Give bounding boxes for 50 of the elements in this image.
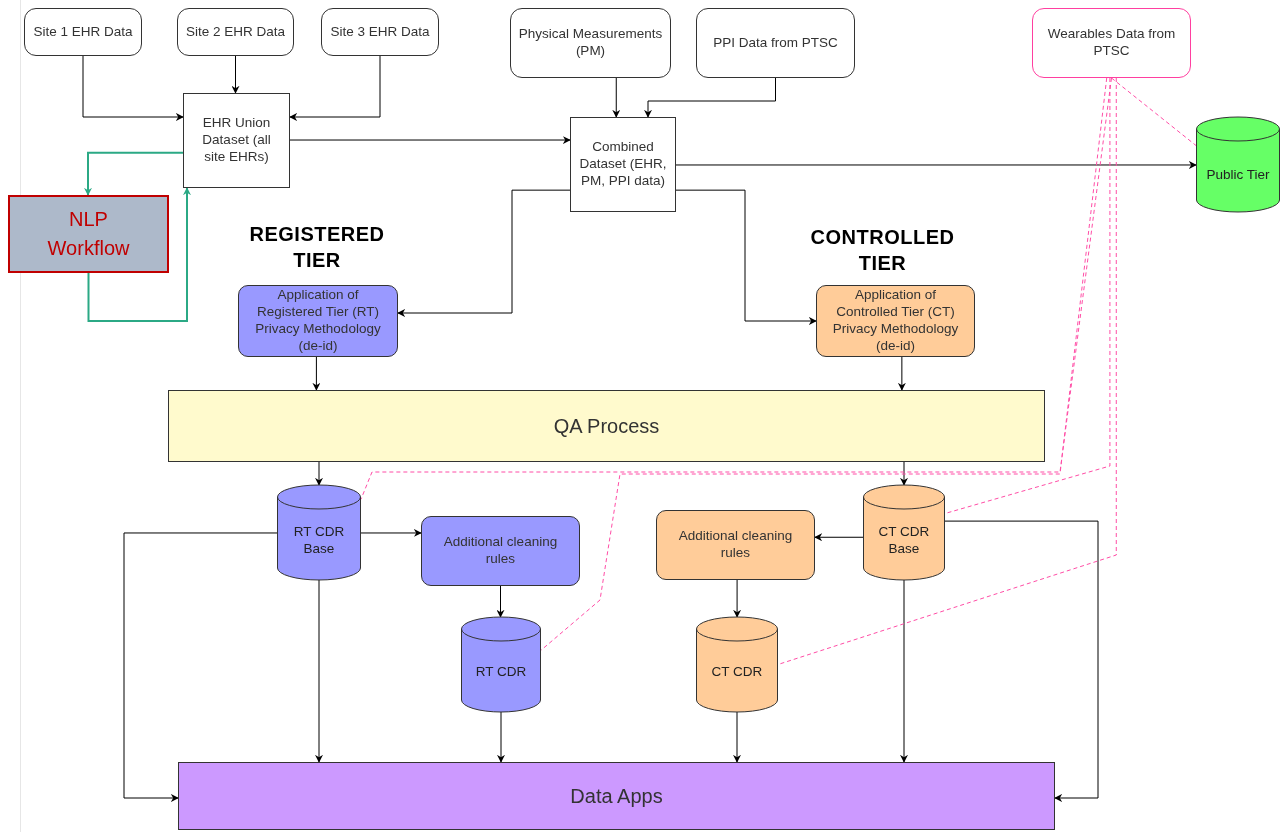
- dashed-connector: [1111, 77, 1197, 146]
- source-box: PPI Data from PTSC: [696, 8, 855, 78]
- arrow: [733, 579, 742, 618]
- arrow: [733, 711, 741, 763]
- source-box: Physical Measurements (PM): [510, 8, 671, 78]
- arrow: [231, 55, 240, 94]
- arrow: [289, 136, 571, 145]
- arrow: [496, 585, 505, 618]
- source-box: Site 2 EHR Data: [177, 8, 294, 56]
- process-box: EHR Union Dataset (all site EHRs): [183, 93, 290, 188]
- dashed-connector: [944, 77, 1111, 514]
- arrow: [814, 533, 864, 542]
- process-box: Application of Registered Tier (RT) Privacy Methodology (de-id): [238, 285, 398, 357]
- arrow: [123, 532, 278, 802]
- arrow: [397, 189, 571, 317]
- arrow: [289, 55, 381, 121]
- dashed-connector: [360, 77, 1112, 500]
- arrow: [315, 461, 323, 486]
- source-box: Wearables Data from PTSC: [1032, 8, 1191, 78]
- process-bar: QA Process: [168, 390, 1045, 462]
- arrow: [497, 711, 505, 763]
- process-bar: Data Apps: [178, 762, 1055, 830]
- database-cylinder: RT CDR: [461, 617, 541, 712]
- database-cylinder: RT CDR Base: [277, 485, 361, 580]
- arrow: [944, 520, 1099, 802]
- arrow: [87, 187, 191, 322]
- process-box: Additional cleaning rules: [656, 510, 815, 580]
- dashed-connector: [540, 77, 1108, 651]
- arrow: [84, 151, 184, 196]
- arrow: [315, 579, 323, 763]
- dashed-connector: [777, 77, 1117, 665]
- arrow: [900, 579, 908, 763]
- arrow: [612, 77, 621, 118]
- database-cylinder: CT CDR: [696, 617, 778, 712]
- process-box: Combined Dataset (EHR, PM, PPI data): [570, 117, 676, 212]
- source-box: Site 3 EHR Data: [321, 8, 439, 56]
- arrow: [82, 55, 184, 121]
- process-box: Application of Controlled Tier (CT) Privacy Methodology (de-id): [816, 285, 975, 357]
- arrow: [360, 529, 422, 537]
- arrow: [675, 189, 817, 325]
- database-cylinder: CT CDR Base: [863, 485, 945, 580]
- arrow: [644, 77, 776, 118]
- source-box: Site 1 EHR Data: [24, 8, 142, 56]
- process-box: Additional cleaning rules: [421, 516, 580, 586]
- process-box: NLP Workflow: [8, 195, 169, 273]
- arrow: [312, 356, 321, 391]
- arrow: [897, 356, 906, 391]
- arrow: [900, 461, 908, 486]
- database-cylinder: Public Tier: [1196, 117, 1280, 212]
- arrow: [675, 161, 1197, 169]
